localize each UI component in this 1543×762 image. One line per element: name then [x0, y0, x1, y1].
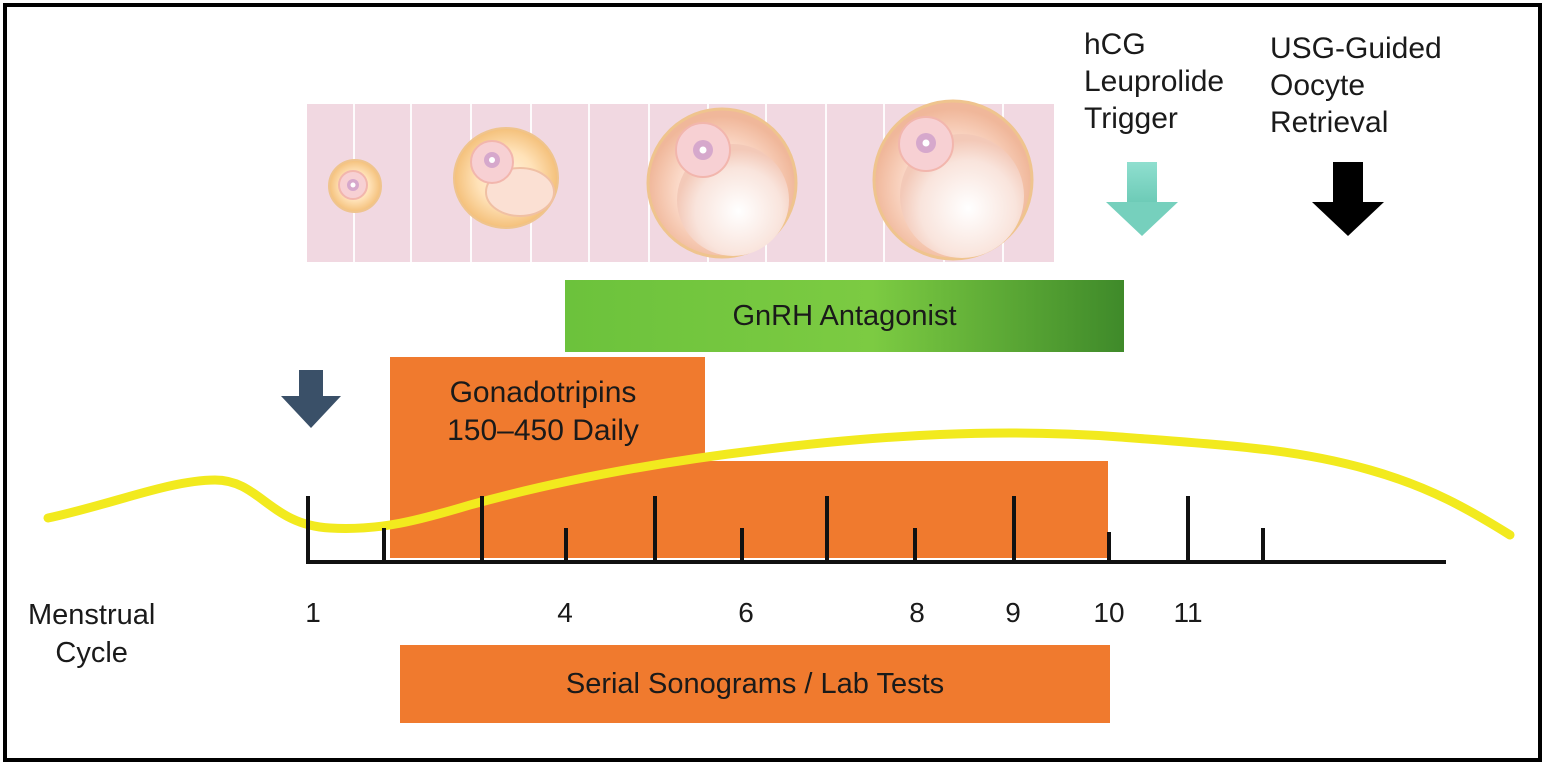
follicle-icon — [453, 127, 559, 229]
day-tick-label: 11 — [1173, 597, 1203, 628]
diagram-frame: GnRH Antagonist Gonadotripins 150–450 Da… — [3, 3, 1542, 762]
day-tick-label: 1 — [305, 597, 321, 628]
diagram-graphics — [43, 99, 1515, 564]
follicle-icon — [872, 99, 1034, 261]
day-tick-label: 9 — [1005, 597, 1021, 628]
down-arrow-icon-black — [1312, 162, 1384, 236]
estradiol-curve — [43, 428, 1515, 540]
follicle-icon — [328, 159, 382, 213]
day-tick-label: 6 — [738, 597, 754, 628]
day-tick-label: 8 — [909, 597, 925, 628]
menstrual-cycle-label: Menstrual Cycle — [28, 599, 156, 669]
day-tick-label: 4 — [557, 597, 573, 628]
retrieval-label: USG-Guided Oocyte Retrieval — [1270, 32, 1442, 139]
gnrh-antagonist-label: GnRH Antagonist — [732, 299, 957, 332]
down-arrow-icon-navy — [281, 370, 341, 428]
follicle-icon — [646, 107, 798, 259]
gnrh-antagonist-bar: GnRH Antagonist — [565, 280, 1124, 352]
timeline-axis — [306, 496, 1446, 564]
serial-sonograms-bar: Serial Sonograms / Lab Tests — [400, 645, 1110, 723]
gonadotropin-label: Gonadotripins 150–450 Daily — [447, 376, 639, 447]
day-tick-label: 10 — [1093, 597, 1125, 628]
down-arrow-icon-teal — [1106, 162, 1178, 236]
trigger-label: hCG Leuprolide Trigger — [1084, 28, 1225, 135]
serial-sonograms-label: Serial Sonograms / Lab Tests — [565, 667, 945, 700]
gonadotropin-block — [390, 357, 1108, 558]
